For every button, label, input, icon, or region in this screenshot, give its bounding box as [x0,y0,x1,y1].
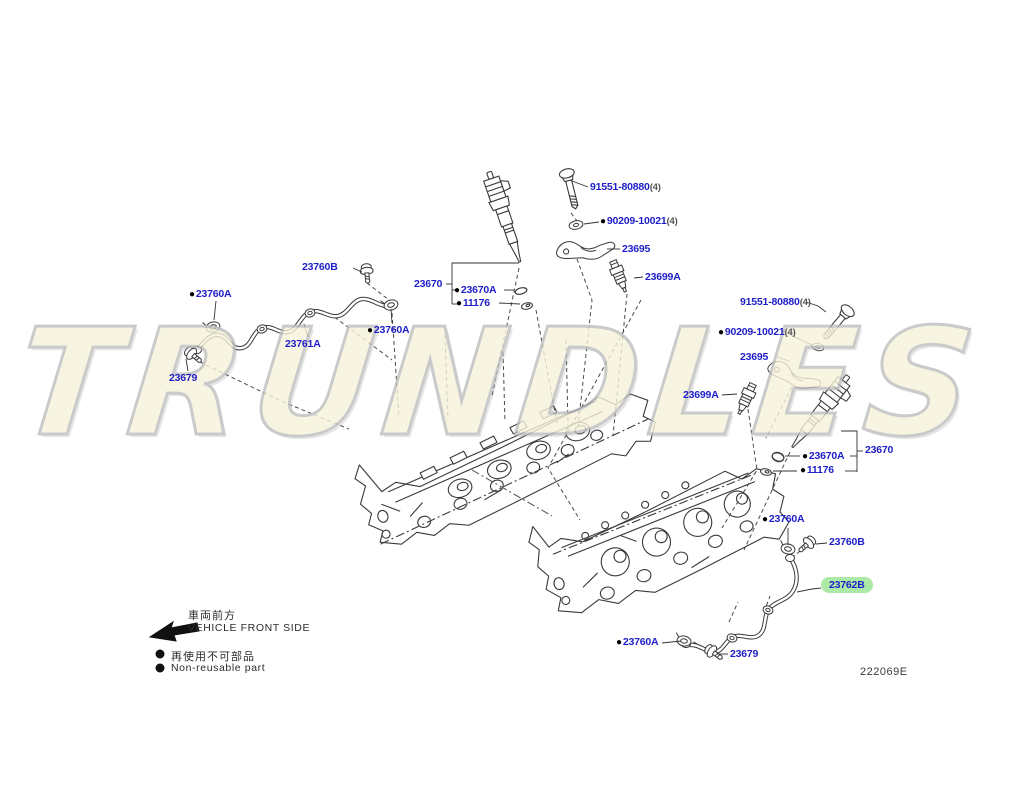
part-label-23760a-upper-left[interactable]: ●23760A [189,288,232,300]
non-reusable-dot: ● [800,465,806,476]
washer-90209-upper [567,218,585,232]
sensor-23699a-right [732,380,760,418]
clamp-23760a-lower-left [673,632,693,648]
cylinder-head-right-bank [528,468,790,614]
part-label-90209-10021-right[interactable]: ●90209-10021(4) [718,326,796,338]
bolt-91551-upper [557,166,584,212]
bolt-91551-right [817,301,857,345]
clamp-23760a-lower-right [777,539,797,556]
non-reusable-dot: ● [802,451,808,462]
vehicle-front-en: VEHICLE FRONT SIDE [188,622,311,634]
part-label-23760b-upper-left[interactable]: 23760B [302,261,338,273]
non-reusable-dot: ● [718,327,724,338]
part-label-23762b-highlighted[interactable]: 23762B [821,577,873,593]
non-reusable-dot: ● [762,514,768,525]
part-label-23695-upper[interactable]: 23695 [622,243,651,255]
bolt-23760b-upper [358,262,375,285]
projection-lines [199,212,801,648]
valve-slots [419,405,558,480]
part-label-91551-80880-upper[interactable]: 91551-80880(4) [590,181,661,193]
part-label-23760a-upper-mid[interactable]: ●23760A [367,324,410,336]
vehicle-front-jp: 車両前方 [188,610,236,622]
injector-23670-upper [478,166,535,266]
part-label-11176-left[interactable]: ●11176 [456,297,490,309]
cylinder-head-left-bank [354,393,656,545]
oring-23670a-left [513,285,529,297]
part-label-23760a-lower-left[interactable]: ●23760A [616,636,659,648]
clamp-23760a-upper-left [201,317,222,335]
sensor-23699a-upper [606,258,632,295]
part-label-23695-right[interactable]: 23695 [740,351,769,363]
non-reusable-en: Non-reusable part [171,662,266,674]
non-reusable-dot: ● [616,637,622,648]
vehicle-front-arrow [148,620,200,642]
part-label-23761a[interactable]: 23761A [285,338,321,350]
part-label-91551-80880-right[interactable]: 91551-80880(4) [740,296,811,308]
non-reusable-dot: ● [189,289,195,300]
seal-11176-left [520,301,534,311]
leader-lines [185,180,863,655]
part-label-23760a-lower-right[interactable]: ●23760A [762,513,805,525]
lower-bosses [377,429,604,539]
washer-90209-right [810,341,826,353]
non-reusable-dot: ● [456,298,462,309]
non-reusable-jp: 再使用不可部品 [171,651,255,663]
part-label-23679-lower[interactable]: 23679 [730,648,759,660]
part-label-23699a-upper[interactable]: 23699A [645,271,681,283]
part-label-23670a-left[interactable]: ●23670A [454,284,497,296]
part-label-23699a-right[interactable]: 23699A [683,389,719,401]
injector-ports [447,421,591,499]
part-label-90209-10021-upper[interactable]: ●90209-10021(4) [600,215,678,227]
non-reusable-dot: ● [367,325,373,336]
valve-gear-bosses [553,481,754,606]
part-label-23679-left[interactable]: 23679 [169,372,198,384]
part-label-23670a-right[interactable]: ●23670A [802,450,845,462]
part-label-23670-left[interactable]: 23670 [414,278,443,290]
part-label-23670-right[interactable]: 23670 [865,444,894,456]
diagram-code: 222069E [860,666,908,678]
non-reusable-dot-icon [155,649,165,659]
part-label-11176-right[interactable]: ●11176 [800,464,834,476]
non-reusable-dot: ● [600,216,606,227]
non-reusable-dot-icon [155,663,165,673]
oring-23670a-right [770,450,786,464]
clamp-23695-right [765,354,823,399]
clamp-23695-upper [555,238,616,263]
part-label-23760b-lower[interactable]: 23760B [829,536,865,548]
injector-bores [600,490,751,577]
non-reusable-dot: ● [454,285,460,296]
